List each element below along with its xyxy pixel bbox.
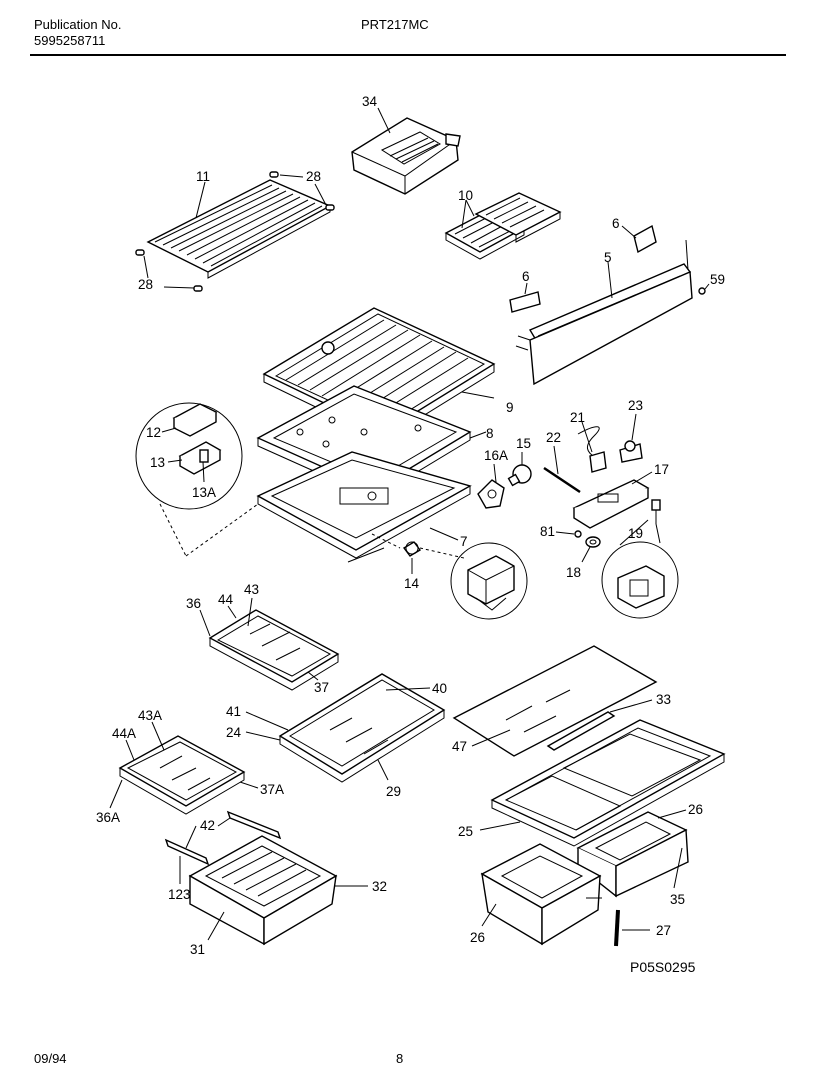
publication-number: 5995258711	[34, 33, 106, 48]
callout-23: 23	[628, 398, 643, 413]
callout-28-top: 28	[306, 169, 321, 184]
callout-14: 14	[404, 576, 420, 591]
footer-date: 09/94	[34, 1051, 67, 1066]
part-27-pin	[614, 909, 620, 947]
part-6-bracket	[509, 224, 657, 313]
part-26-drawer-left	[480, 843, 602, 946]
callout-47: 47	[452, 739, 467, 754]
callout-37: 37	[314, 680, 329, 695]
callout-15: 15	[516, 436, 531, 451]
part-43A-glass-shelf	[118, 735, 246, 815]
part-34-drawer	[351, 117, 461, 195]
part-40-glass-shelf	[278, 673, 446, 783]
callout-12: 12	[146, 425, 161, 440]
callout-31: 31	[190, 942, 205, 957]
callout-37A: 37A	[260, 782, 284, 797]
part-5-control-rail	[515, 239, 693, 386]
callout-11: 11	[196, 169, 210, 184]
callout-40: 40	[432, 681, 447, 696]
part-42-rails	[164, 810, 282, 866]
callout-19: 19	[628, 526, 643, 541]
diagram-code: P05S0295	[630, 959, 696, 975]
part-23-switch	[619, 440, 643, 463]
callout-7: 7	[460, 534, 468, 549]
part-81-screw	[574, 530, 582, 538]
callout-27: 27	[656, 923, 671, 938]
callout-36A: 36A	[96, 810, 120, 825]
part-25-frame	[490, 719, 726, 847]
callout-28-bottom: 28	[138, 277, 153, 292]
callout-42: 42	[200, 818, 215, 833]
callout-43: 43	[244, 582, 259, 597]
callout-22: 22	[546, 430, 561, 445]
callout-24: 24	[226, 725, 242, 740]
callout-32: 32	[372, 879, 387, 894]
callout-10: 10	[458, 188, 473, 203]
callout-43A: 43A	[138, 708, 162, 723]
part-31-crisper	[188, 835, 338, 946]
detail-circle-damper	[450, 542, 528, 620]
callout-6-bottom: 6	[522, 269, 530, 284]
header-rule	[30, 54, 786, 56]
callout-13: 13	[150, 455, 165, 470]
part-22-rod	[543, 466, 581, 494]
callout-25: 25	[458, 824, 473, 839]
callout-18: 18	[566, 565, 581, 580]
detail-circle-right	[601, 519, 679, 619]
callout-labels: 34 11 28 10 6 5 59 28 6 9 12 13 13A 8 21…	[96, 94, 725, 957]
callout-41: 41	[226, 704, 241, 719]
part-19-plug	[651, 499, 661, 511]
callout-34: 34	[362, 94, 378, 109]
part-18-nut	[585, 536, 601, 548]
callout-17: 17	[654, 462, 669, 477]
part-59-screw	[698, 287, 706, 295]
detail-circle-left	[135, 402, 243, 510]
part-43-glass-shelf	[208, 609, 340, 691]
callout-123: 123	[168, 887, 191, 902]
publication-label: Publication No.	[34, 17, 122, 32]
callout-5: 5	[604, 250, 612, 265]
callout-81: 81	[540, 524, 555, 539]
callout-44A: 44A	[112, 726, 136, 741]
callout-36: 36	[186, 596, 201, 611]
model-number: PRT217MC	[361, 17, 429, 32]
part-28-clips	[135, 171, 335, 292]
callout-26-left: 26	[470, 930, 485, 945]
part-17-housing	[572, 479, 650, 529]
part-10-ice-trays	[444, 192, 562, 260]
part-47-glass	[452, 645, 658, 757]
callout-33: 33	[656, 692, 671, 707]
part-16A-socket	[477, 479, 505, 509]
callout-21: 21	[570, 410, 585, 425]
callout-16A: 16A	[484, 448, 508, 463]
callout-9: 9	[506, 400, 514, 415]
part-33-strip	[546, 711, 616, 751]
callout-35: 35	[670, 892, 685, 907]
callout-59: 59	[710, 272, 725, 287]
callout-13A: 13A	[192, 485, 216, 500]
part-7-base	[256, 451, 472, 559]
part-26-drawer-right	[576, 811, 689, 898]
part-14-damper	[402, 541, 422, 557]
part-15-bulb	[507, 464, 532, 487]
callout-6-top: 6	[612, 216, 620, 231]
callout-44: 44	[218, 592, 234, 607]
callout-26-right: 26	[688, 802, 703, 817]
part-11-wire-shelf	[146, 179, 332, 279]
callout-29: 29	[386, 784, 401, 799]
part-21-wire	[577, 426, 607, 473]
page-number: 8	[396, 1051, 404, 1066]
callout-8: 8	[486, 426, 494, 441]
